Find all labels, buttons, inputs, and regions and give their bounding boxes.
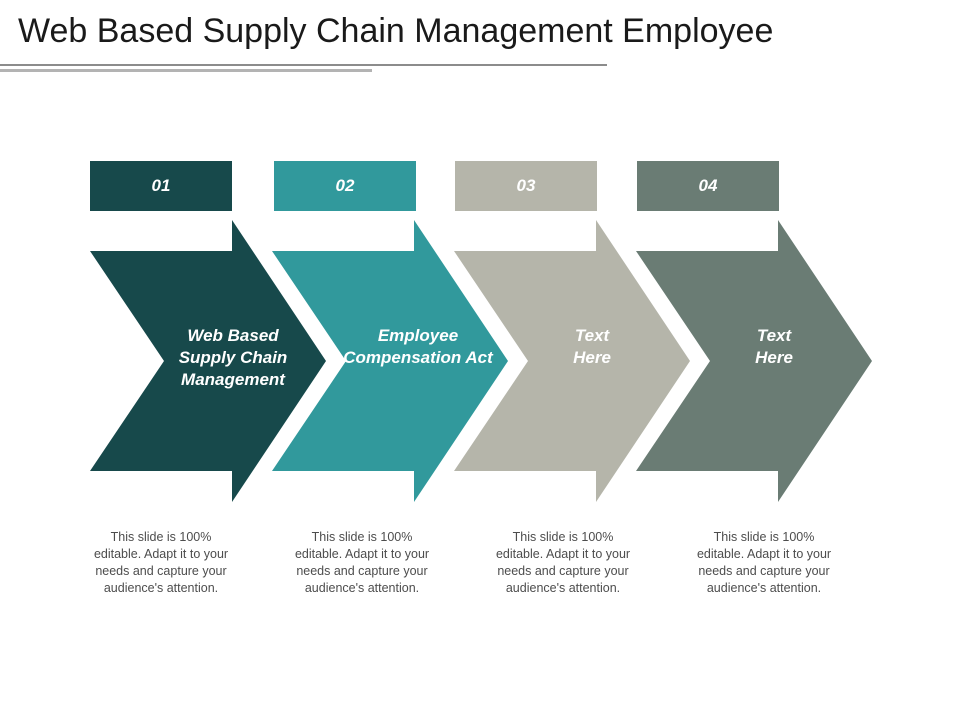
step-4-label: Text Here xyxy=(755,326,793,367)
step-4-number-box: 04 xyxy=(637,161,779,211)
step-1-number-box: 01 xyxy=(90,161,232,211)
step-2-label: Employee Compensation Act xyxy=(343,326,493,367)
step-2-number-box: 02 xyxy=(274,161,416,211)
step-2-description: This slide is 100% editable. Adapt it to… xyxy=(294,530,430,595)
slide-title: Web Based Supply Chain Management Employ… xyxy=(18,12,774,50)
step-1-label: Web Based Supply Chain Management xyxy=(178,326,288,389)
title-underline-long xyxy=(0,64,607,66)
step-3-description: This slide is 100% editable. Adapt it to… xyxy=(495,530,631,595)
step-3-number-box: 03 xyxy=(455,161,597,211)
step-3-label: Text Here xyxy=(573,326,611,367)
step-4-description: This slide is 100% editable. Adapt it to… xyxy=(696,530,832,595)
step-1-description: This slide is 100% editable. Adapt it to… xyxy=(93,530,229,595)
title-underline-short xyxy=(0,69,372,72)
